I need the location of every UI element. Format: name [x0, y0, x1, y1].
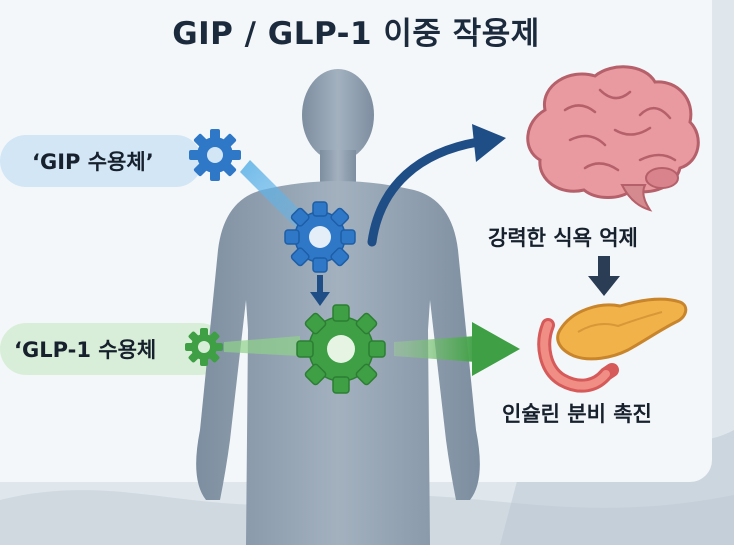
insulin-secretion-label: 인슐린 분비 촉진 [502, 402, 652, 426]
gear-icon [185, 328, 223, 366]
appetite-suppression-label: 강력한 식욕 억제 [488, 226, 638, 250]
arrow-icon [310, 275, 330, 306]
gear-icon [284, 201, 356, 273]
page-title: GIP / GLP-1 이중 작용제 [172, 16, 540, 52]
arrow-icon [394, 322, 520, 376]
glp1-signal-beam [224, 336, 300, 356]
arrow-icon [588, 256, 620, 296]
gear-icon [189, 129, 241, 181]
gear-icon [296, 304, 386, 394]
arrow-icon [367, 124, 506, 247]
gip-receptor-text: ‘GIP 수용체’ [32, 150, 154, 174]
pancreas-icon [537, 297, 688, 393]
glp1-receptor-text: ‘GLP-1 수용체 [14, 338, 157, 362]
brain-icon [526, 65, 700, 212]
gip-receptor-label: ‘GIP 수용체’ [0, 135, 202, 187]
